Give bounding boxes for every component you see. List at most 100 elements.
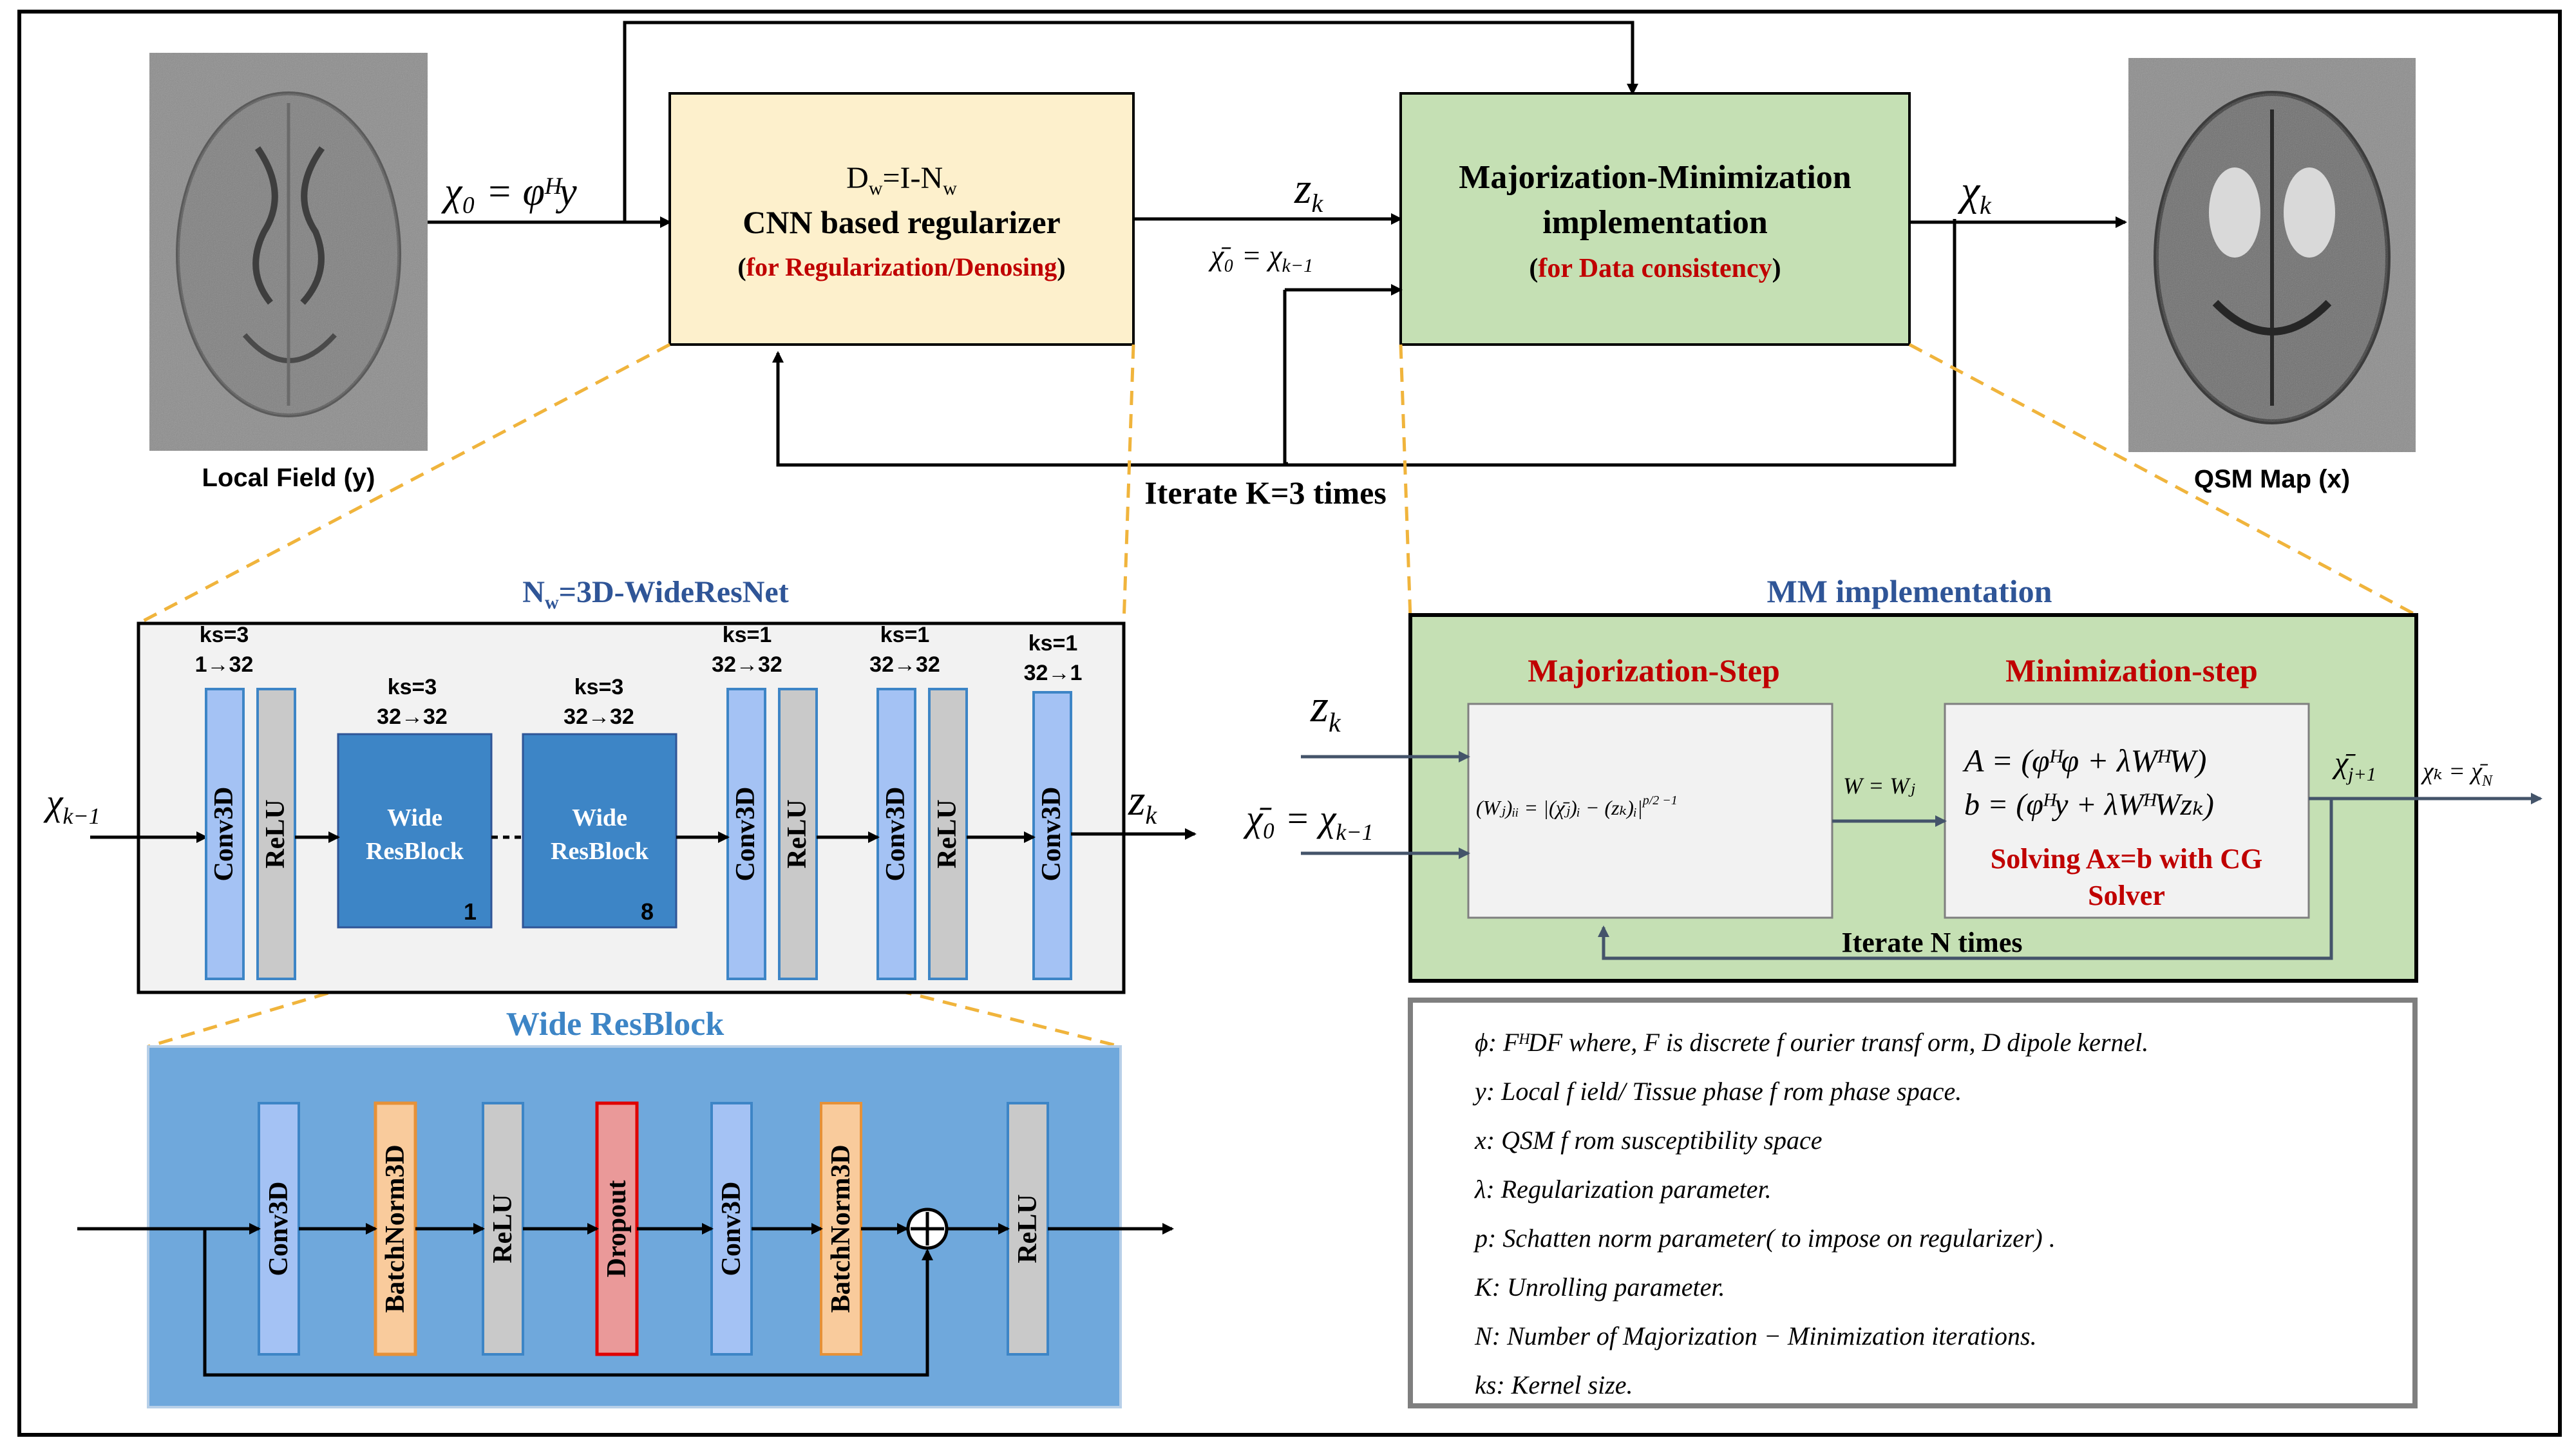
layer-label: ReLU <box>1013 1194 1043 1263</box>
w-assignment: W = Wⱼ <box>1843 773 1915 799</box>
widenet-layers: Conv3D ReLU Wide ResBlock 1 Wide ResBloc… <box>205 688 1072 980</box>
widenet-input-label: χk−1 <box>43 781 100 829</box>
regularizer-subtitle: (for Regularization/Denosing) <box>737 252 1065 281</box>
qsm-map-label: QSM Map (x) <box>2194 465 2350 493</box>
layer-label: BatchNorm3D <box>381 1144 410 1312</box>
conv3d-layer <box>1032 691 1072 980</box>
conv3d-label: Conv3D <box>1037 786 1066 881</box>
widenet-connectors <box>295 828 1197 843</box>
ks-label: ks=3 <box>574 675 624 699</box>
layer-label: Dropout <box>602 1180 632 1278</box>
ch-label: 32→32 <box>869 652 940 677</box>
regularizer-title: CNN based regularizer <box>743 204 1060 240</box>
minimization-box <box>1944 703 2310 919</box>
dropout-layer <box>595 1101 639 1356</box>
conv3d-label: Conv3D <box>209 786 239 881</box>
legend-item: N: Number of Majorization − Minimization… <box>1474 1321 2037 1350</box>
layer-label: BatchNorm3D <box>826 1144 856 1312</box>
resblock-index: 1 <box>464 898 477 925</box>
majorization-box <box>1467 703 1833 919</box>
ks-label: ks=1 <box>1028 631 1078 656</box>
chibar-label: χ̄₀ = χk−1 <box>1208 239 1313 276</box>
layer-label: Conv3D <box>264 1181 294 1276</box>
ks-labels: ks=3 1→32 ks=3 32→32 ks=3 32→32 ks=1 32→… <box>195 623 1083 729</box>
resblock-label-line2: ResBlock <box>551 838 649 865</box>
iterate-n-label: Iterate N times <box>1842 927 2023 958</box>
feedback-vertical <box>1283 290 1288 466</box>
plus-label: + <box>0 0 1 1</box>
ch-label: 32→32 <box>712 652 782 677</box>
regularizer-dw: Dw=I-Nw <box>846 161 957 199</box>
mm-impl-title: MM implementation <box>1767 573 2052 609</box>
chi0-label: χ₀ = φᴴy <box>441 170 577 214</box>
conv3d-label: Conv3D <box>731 786 761 881</box>
legend-item: y: Local f ield/ Tissue phase f rom phas… <box>1472 1077 1962 1106</box>
ch-label: 1→32 <box>195 652 254 677</box>
conv3d-layer <box>726 688 766 980</box>
layer-label: Conv3D <box>717 1181 746 1276</box>
relu-label: ReLU <box>782 799 812 868</box>
conv3d-layer <box>205 688 245 980</box>
w-formula: (Wⱼ)ᵢᵢ = |(χ̄ⱼ)ᵢ − (zₖ)ᵢ|p/2 −1 <box>1476 793 1678 819</box>
legend-item: λ: Regularization parameter. <box>1474 1175 1772 1204</box>
majorization-title: Majorization-Step <box>1528 652 1780 688</box>
mm-title-line1: Majorization-Minimization <box>1459 159 1852 196</box>
conv3d-label: Conv3D <box>881 786 911 881</box>
mm-chibar0-label: χ̄₀ = χk−1 <box>1243 797 1374 845</box>
legend-items: ϕ: FᴴDF where, F is discrete f ourier tr… <box>1472 1028 2148 1399</box>
legend-item: x: QSM f rom susceptibility space <box>1474 1126 1823 1155</box>
relu-layer <box>928 688 968 980</box>
ks-label: ks=1 <box>723 623 772 647</box>
zk-label: zk <box>1294 164 1323 218</box>
outer-frame <box>17 10 2562 1437</box>
legend-box <box>1408 998 2418 1408</box>
chik-out-label: χₖ = χ̄N <box>2420 758 2494 790</box>
relu-label: ReLU <box>261 799 290 868</box>
resblock-label-line1: Wide <box>387 804 442 831</box>
mm-subtitle: (for Data consistency) <box>1529 254 1781 283</box>
resblock-connectors <box>77 1223 1174 1377</box>
legend-item: ks: Kernel size. <box>1475 1370 1633 1399</box>
wide-resblock-8 <box>522 733 677 929</box>
feedback-loop <box>772 219 1956 467</box>
minimization-title: Minimization-step <box>2005 652 2258 688</box>
iterate-k-label: Iterate K=3 times <box>1144 475 1387 511</box>
ks-label: ks=3 <box>388 675 437 699</box>
conv3d-layer <box>876 688 916 980</box>
resblock-label-line2: ResBlock <box>366 838 464 865</box>
widenet-title: Nw=3D-WideResNet <box>522 575 788 613</box>
legend-item: K: Unrolling parameter. <box>1474 1273 1725 1302</box>
mm-zk-label: zk <box>1310 680 1341 738</box>
widenet-output-label: zk <box>1128 775 1157 829</box>
relu-layer <box>778 688 818 980</box>
conv3d-layer <box>258 1102 300 1356</box>
a-equation: A = (φᴴφ + λWᴴW) <box>1962 743 2206 779</box>
layer-label: ReLU <box>488 1194 518 1263</box>
batchnorm-layer <box>374 1101 417 1356</box>
local-field-image <box>149 53 428 451</box>
ch-label: 32→1 <box>1024 661 1083 685</box>
wide-resblock-1 <box>337 733 493 929</box>
qsm-map-image <box>2128 58 2416 452</box>
b-equation: b = (φᴴy + λWᴴWzₖ) <box>1964 788 2214 822</box>
plus-icon <box>911 1212 944 1245</box>
solve-line1: Solving Ax=b with CG <box>1991 843 2262 875</box>
regularizer-box <box>668 92 1135 346</box>
ch-label: 32→32 <box>564 705 634 729</box>
conv3d-layer <box>710 1102 753 1356</box>
ks-label: ks=3 <box>200 623 249 647</box>
resblock-layers: Conv3D BatchNorm3D ReLU Dropout Conv3D B… <box>258 1101 1049 1356</box>
mm-title-line2: implementation <box>1542 204 1768 241</box>
legend-item: ϕ: FᴴDF where, F is discrete f ourier tr… <box>1475 1028 2148 1057</box>
resblock-label-line1: Wide <box>572 804 627 831</box>
local-field-label: Local Field (y) <box>202 464 375 492</box>
skip-arrow-to-mm <box>623 21 1638 222</box>
mm-box <box>1399 92 1911 346</box>
mm-impl-connectors <box>1301 751 2543 960</box>
resblock-index: 8 <box>641 898 654 925</box>
relu-layer <box>256 688 296 980</box>
relu-label: ReLU <box>933 799 962 868</box>
resblock-title: Wide ResBlock <box>506 1006 724 1043</box>
